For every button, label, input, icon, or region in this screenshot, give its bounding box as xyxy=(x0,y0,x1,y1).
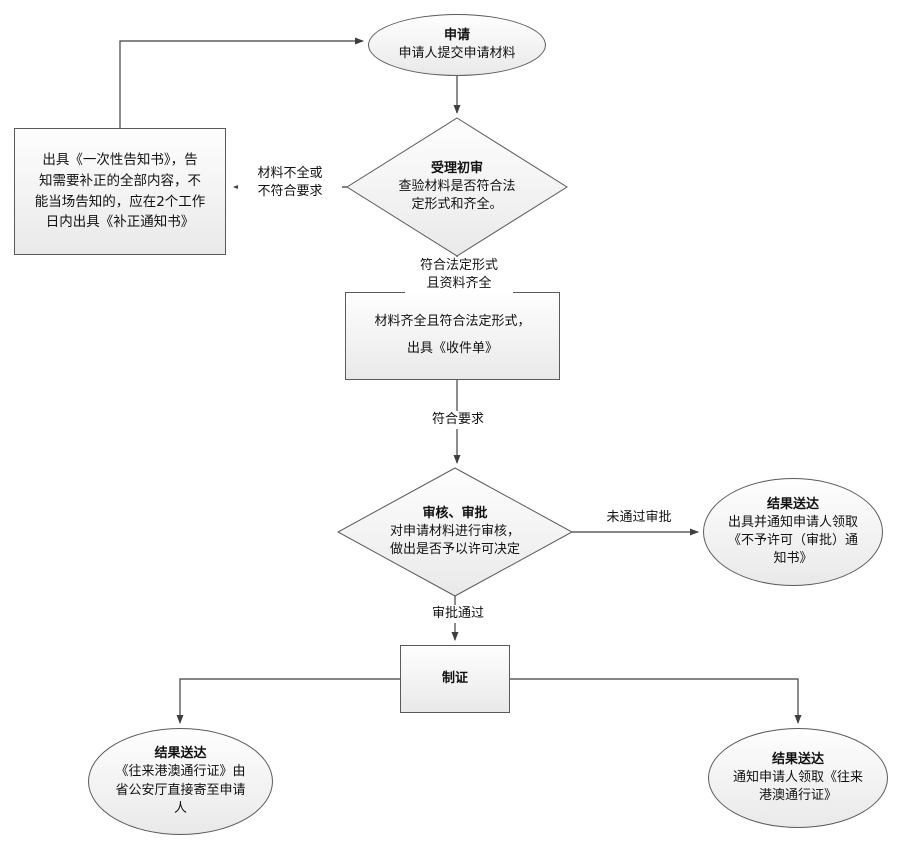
node-result-reject: 结果送达 出具并通知申请人领取 《不予许可（审批）通 知书》 xyxy=(703,478,883,586)
node-body: 出具并通知申请人领取 《不予许可（审批）通 知书》 xyxy=(727,514,858,567)
edge-label-approved: 审批通过 xyxy=(420,605,496,624)
node-title: 结果送达 xyxy=(766,496,819,512)
node-receipt: 材料齐全且符合法定形式， 出具《收件单》 xyxy=(345,292,560,380)
connector-makecert-to-pickup xyxy=(510,678,802,724)
edge-label-qualified: 符合法定形式 且资料齐全 xyxy=(405,257,513,294)
connector-makecert-to-mail xyxy=(176,678,400,724)
node-result-mail: 结果送达 《往来港澳通行证》由 省公安厅直接寄至申请 人 xyxy=(88,728,273,835)
node-body: 通知申请人领取《往来 港澳通行证》 xyxy=(732,769,863,804)
node-body: 查验材料是否符合法 定形式和齐全。 xyxy=(398,178,516,213)
edge-label-meets-requirements: 符合要求 xyxy=(414,411,502,430)
edge-label-incomplete: 材料不全或 不符合要求 xyxy=(238,165,342,202)
node-body: 申请人提交申请材料 xyxy=(398,46,516,61)
node-approval: 审核、审批 对申请材料进行审核， 做出是否予以许可决定 xyxy=(338,468,572,596)
node-intake-review: 受理初审 查验材料是否符合法 定形式和齐全。 xyxy=(347,118,567,256)
edge-label-rejected: 未通过审批 xyxy=(601,509,677,528)
node-title: 制证 xyxy=(441,670,468,686)
node-title: 申请 xyxy=(443,27,470,43)
node-body: 《往来港澳通行证》由 省公安厅直接寄至申请 人 xyxy=(115,764,246,816)
node-body: 出具《一次性告知书》，告 知需要补正的全部内容，不 能当场告知的，应在2个工作 … xyxy=(34,151,206,231)
node-make-cert: 制证 xyxy=(400,645,510,713)
connector-notice-to-apply xyxy=(119,37,364,128)
node-body: 对申请材料进行审核， 做出是否予以许可决定 xyxy=(389,523,520,558)
node-body: 材料齐全且符合法定形式， 出具《收件单》 xyxy=(374,314,531,356)
node-apply: 申请 申请人提交申请材料 xyxy=(368,14,546,76)
node-result-pickup: 结果送达 通知申请人领取《往来 港澳通行证》 xyxy=(708,728,888,828)
node-title: 结果送达 xyxy=(154,746,207,762)
node-supplement-notice: 出具《一次性告知书》，告 知需要补正的全部内容，不 能当场告知的，应在2个工作 … xyxy=(14,128,226,255)
node-title: 结果送达 xyxy=(771,751,824,767)
node-title: 受理初审 xyxy=(430,160,483,176)
node-title: 审核、审批 xyxy=(422,505,488,521)
